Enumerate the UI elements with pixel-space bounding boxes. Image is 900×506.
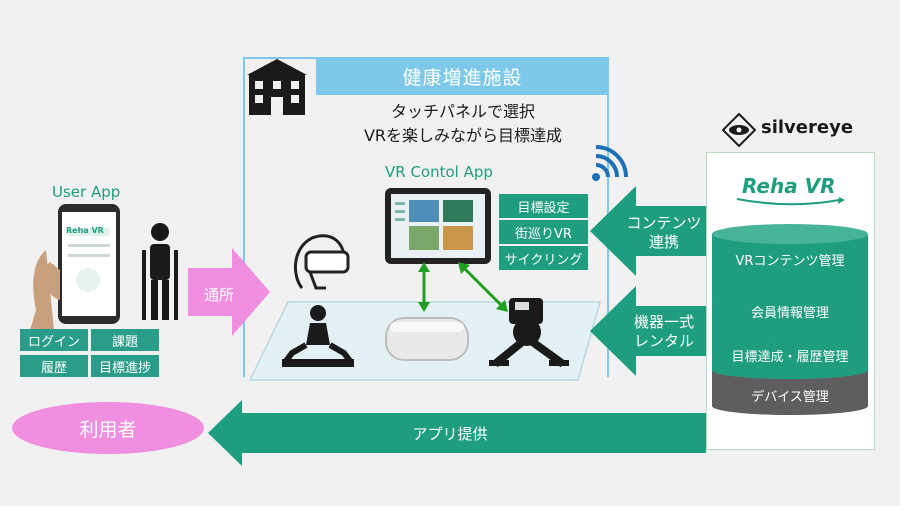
silvereye-logo-icon xyxy=(722,113,756,147)
vr-goggles-icon xyxy=(385,317,469,361)
pedal-exerciser-icon xyxy=(489,298,569,368)
layer-device: デバイス管理 xyxy=(751,390,829,405)
layer-goal-history: 目標達成・履歴管理 xyxy=(731,350,849,365)
app-button-goal-progress[interactable]: 目標進捗 xyxy=(91,355,159,377)
rental-arrow xyxy=(590,286,706,376)
building-icon xyxy=(247,59,307,115)
exercise-person-icon xyxy=(282,305,354,367)
vr-option-city-vr[interactable]: 街巡りVR xyxy=(499,220,588,244)
content-link-line1: コンテンツ xyxy=(626,214,702,232)
facility-line2: VRを楽しみながら目標達成 xyxy=(363,126,563,145)
layer-vr-content: VRコンテンツ管理 xyxy=(735,254,845,269)
rental-line1: 機器一式 xyxy=(633,313,694,331)
content-link-arrow xyxy=(590,186,706,276)
database-stack xyxy=(712,224,868,415)
commute-arrow xyxy=(188,248,270,336)
user-label: 利用者 xyxy=(12,402,204,454)
content-link-label: コンテンツ 連携 xyxy=(624,214,704,252)
vr-user-head-icon xyxy=(293,234,350,290)
vr-option-cycling[interactable]: サイクリング xyxy=(499,246,588,270)
wifi-icon xyxy=(592,145,628,181)
user-app-title: User App xyxy=(52,183,121,201)
rental-line2: レンタル xyxy=(633,332,694,350)
vendor-logo-text: silvereye xyxy=(761,117,854,138)
rental-label: 機器一式 レンタル xyxy=(622,313,706,351)
facility-title: 健康増進施設 xyxy=(316,57,609,95)
tablet-icon xyxy=(385,188,491,264)
app-button-login[interactable]: ログイン xyxy=(20,329,88,351)
app-button-tasks[interactable]: 課題 xyxy=(91,329,159,351)
facility-description: タッチパネルで選択 VRを楽しみながら目標達成 xyxy=(318,100,608,148)
app-button-history[interactable]: 履歴 xyxy=(20,355,88,377)
layer-member-info: 会員情報管理 xyxy=(750,306,829,321)
user-app-brand: Reha VR xyxy=(66,226,104,235)
app-provide-arrow xyxy=(208,400,706,466)
product-swoosh xyxy=(736,197,845,206)
app-provide-label: アプリ提供 xyxy=(412,425,488,443)
vr-option-goal[interactable]: 目標設定 xyxy=(499,194,588,218)
content-link-line2: 連携 xyxy=(648,233,679,251)
tablet-pedal-link-arrow xyxy=(458,262,508,312)
vendor-product-logo: Reha VR xyxy=(742,174,836,198)
vr-app-title: VR Contol App xyxy=(385,163,493,181)
crutch-person-icon xyxy=(142,223,178,320)
smartphone-hand-icon xyxy=(30,204,120,330)
commute-label: 通所 xyxy=(203,286,234,304)
facility-line1: タッチパネルで選択 xyxy=(390,102,535,121)
tablet-goggles-link-arrow xyxy=(418,262,430,312)
